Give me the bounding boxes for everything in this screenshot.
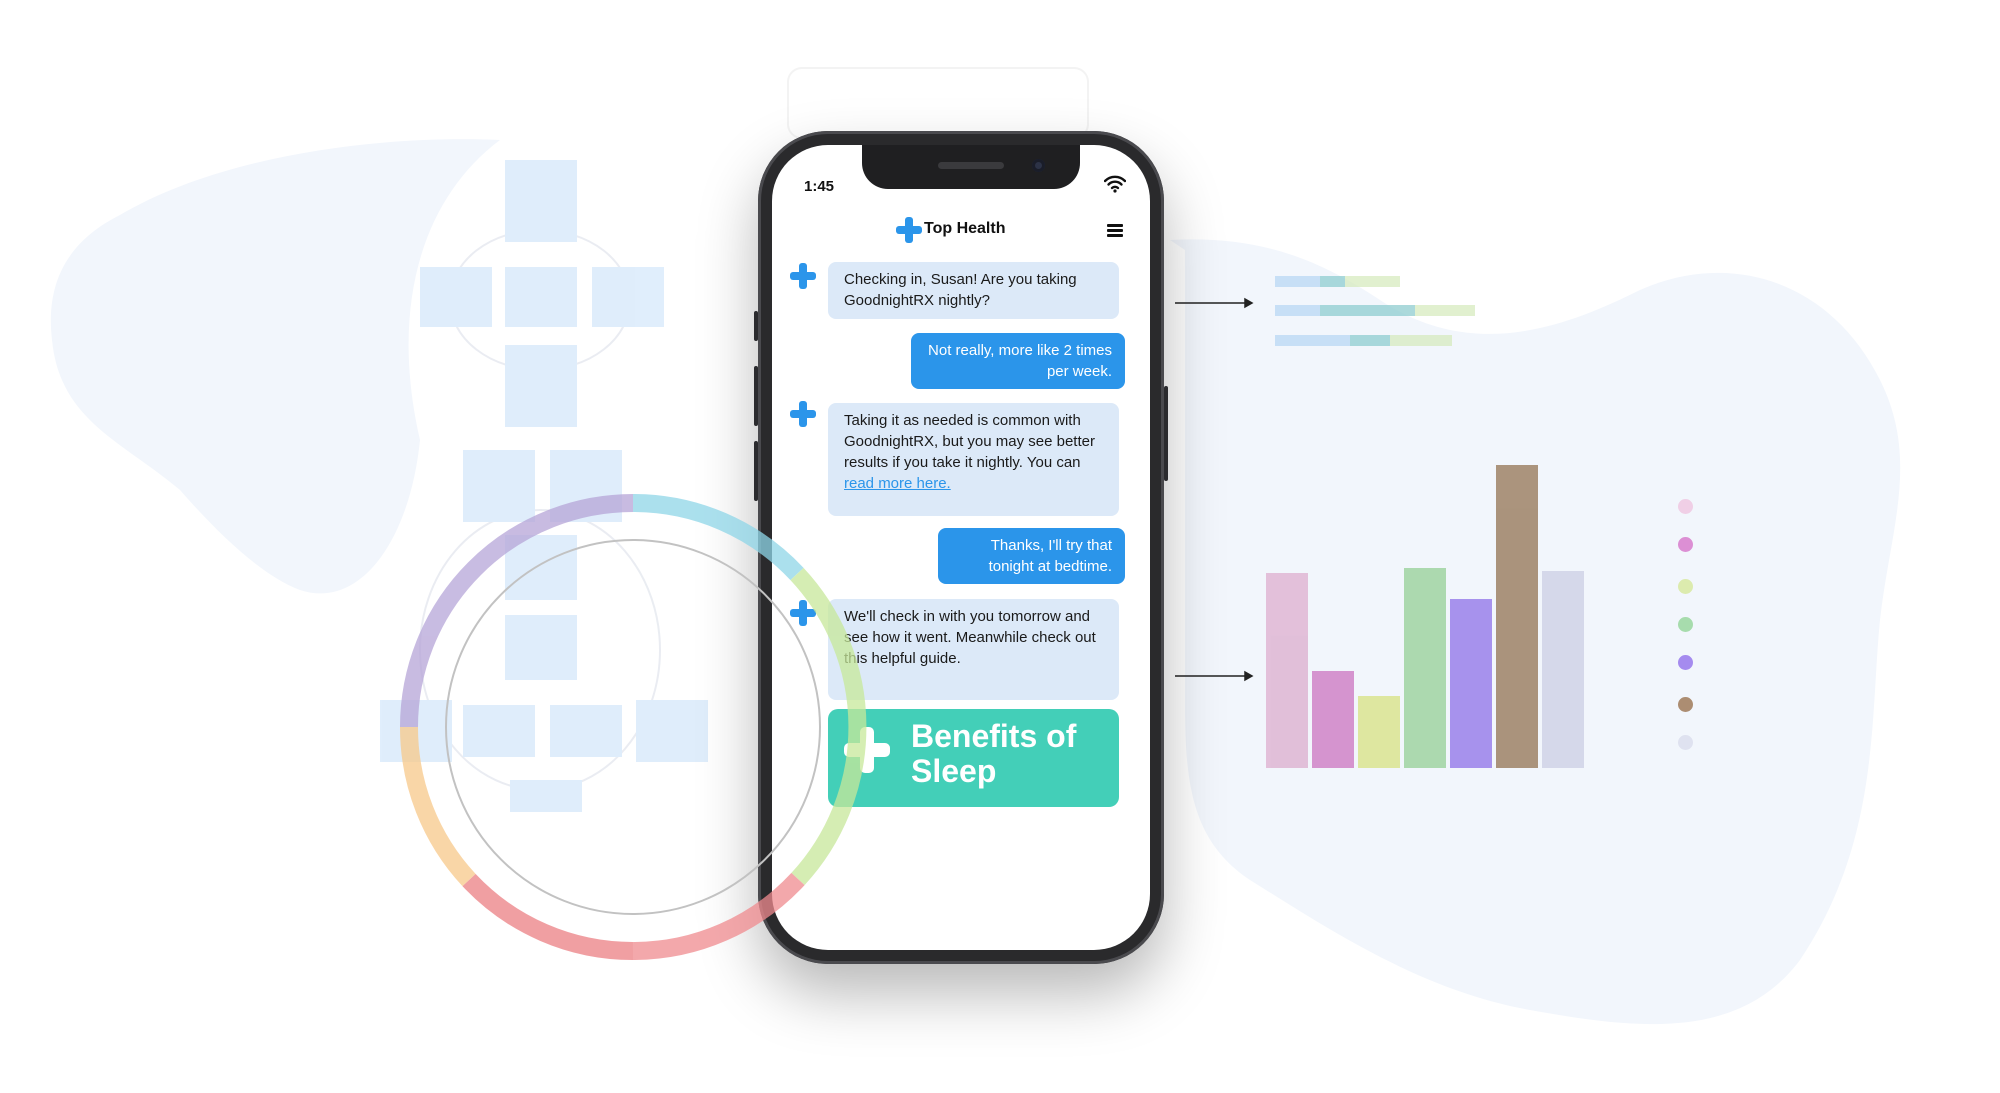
message-bot: We'll check in with you tomorrow and see…: [828, 599, 1119, 700]
phone-side-button: [754, 311, 758, 341]
top-health-logo-icon: [896, 217, 922, 243]
left-blob: [50, 139, 501, 594]
health-cross-icon: [844, 727, 890, 773]
message-user: Not really, more like 2 times per week.: [911, 333, 1125, 389]
legend-dot: [1678, 617, 1693, 632]
phone-mockup: 1:45 Top Health Checking in, Susan! Are …: [754, 131, 1168, 964]
message-text: We'll check in with you tomorrow and see…: [844, 608, 1096, 667]
message-bot: Checking in, Susan! Are you taking Goodn…: [828, 262, 1119, 319]
bar-chart: [1266, 465, 1584, 768]
legend-dot: [1678, 579, 1693, 594]
phone-volume-up: [754, 366, 758, 426]
wifi-icon: [1104, 175, 1126, 193]
phone-volume-down: [754, 441, 758, 501]
arrow-to-chart: [1175, 670, 1254, 682]
app-title: Top Health: [924, 220, 1006, 237]
bot-avatar-icon: [790, 263, 816, 289]
bot-avatar-icon: [790, 600, 816, 626]
hamburger-menu-icon[interactable]: [1107, 224, 1123, 237]
legend-dot: [1678, 499, 1693, 514]
arrow-to-bars: [1175, 297, 1254, 309]
chart-bar: [1312, 671, 1354, 768]
phone-screen: 1:45 Top Health Checking in, Susan! Are …: [772, 145, 1150, 950]
phone-notch: [862, 145, 1080, 189]
message-bot: Taking it as needed is common with Goodn…: [828, 403, 1119, 516]
message-user: Thanks, I'll try that tonight at bedtime…: [938, 528, 1125, 584]
chart-bar: [1450, 599, 1492, 768]
chart-bar: [1358, 696, 1400, 768]
chart-bar: [1266, 573, 1308, 768]
read-more-link[interactable]: read more here.: [844, 475, 951, 492]
legend-dot: [1678, 655, 1693, 670]
legend-dot: [1678, 537, 1693, 552]
chart-bar: [1542, 571, 1584, 768]
legend-dot: [1678, 735, 1693, 750]
message-text: Not really, more like 2 times per week.: [928, 342, 1112, 380]
guide-card-title: Benefits of Sleep: [911, 718, 1077, 789]
message-text: Checking in, Susan! Are you taking Goodn…: [844, 271, 1077, 309]
speaker-grille: [938, 162, 1004, 169]
bot-avatar-icon: [790, 401, 816, 427]
legend-dot: [1678, 697, 1693, 712]
faint-top-card: [787, 67, 1089, 139]
benefits-of-sleep-card[interactable]: Benefits of Sleep: [828, 709, 1119, 807]
front-camera: [1032, 159, 1045, 172]
chart-bar: [1496, 465, 1538, 768]
org-chart-illustration: [380, 160, 708, 812]
chart-bar: [1404, 568, 1446, 768]
message-text: Thanks, I'll try that tonight at bedtime…: [988, 537, 1112, 575]
phone-power-button: [1164, 386, 1168, 481]
status-time: 1:45: [804, 178, 835, 195]
horizontal-bars-illustration: [1275, 276, 1475, 346]
message-text: Taking it as needed is common with Goodn…: [844, 412, 1095, 471]
